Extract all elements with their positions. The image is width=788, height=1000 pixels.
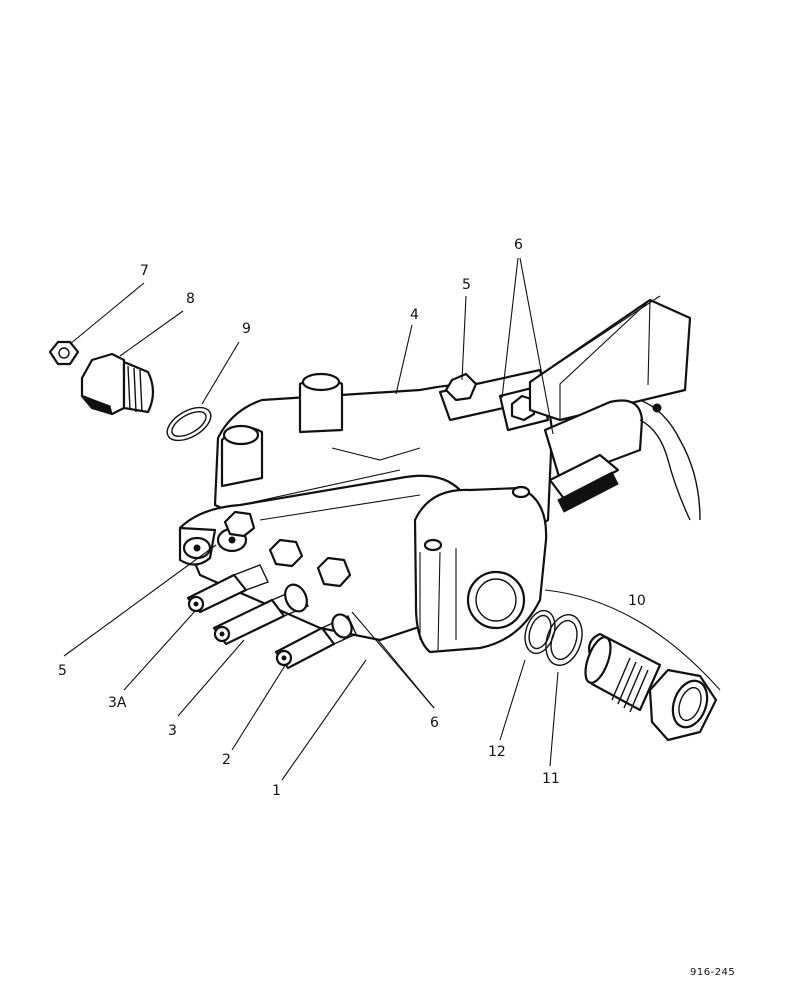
callout-5-top: 5 [462,277,471,293]
callout-8: 8 [186,291,195,307]
solenoid-assembly [438,295,701,521]
callout-10: 10 [628,593,646,609]
figure-number: 916-245 [690,967,736,978]
part-9-seal-ring [166,406,212,442]
valve-body [178,372,554,654]
callout-6-top: 6 [514,237,523,253]
callout-11: 11 [542,771,560,787]
callout-5-bottom: 5 [58,663,67,679]
callout-4: 4 [410,307,419,323]
part-10-fitting [584,632,718,742]
callout-2: 2 [222,752,231,768]
part-11-ring [545,614,583,666]
callout-1: 1 [272,783,281,799]
part-7-nut [48,340,80,366]
spool-3a [186,564,269,614]
part-12-ring [524,609,556,655]
callout-3: 3 [168,723,177,739]
part-8-adapter [80,352,155,416]
leader-lines [63,257,721,781]
spool-2 [274,613,357,670]
callout-6-bottom: 6 [430,715,439,731]
callout-3a: 3A [108,695,127,711]
callout-7: 7 [140,263,149,279]
callout-9: 9 [242,321,251,337]
spool-3 [212,583,309,646]
callout-12: 12 [488,744,506,760]
